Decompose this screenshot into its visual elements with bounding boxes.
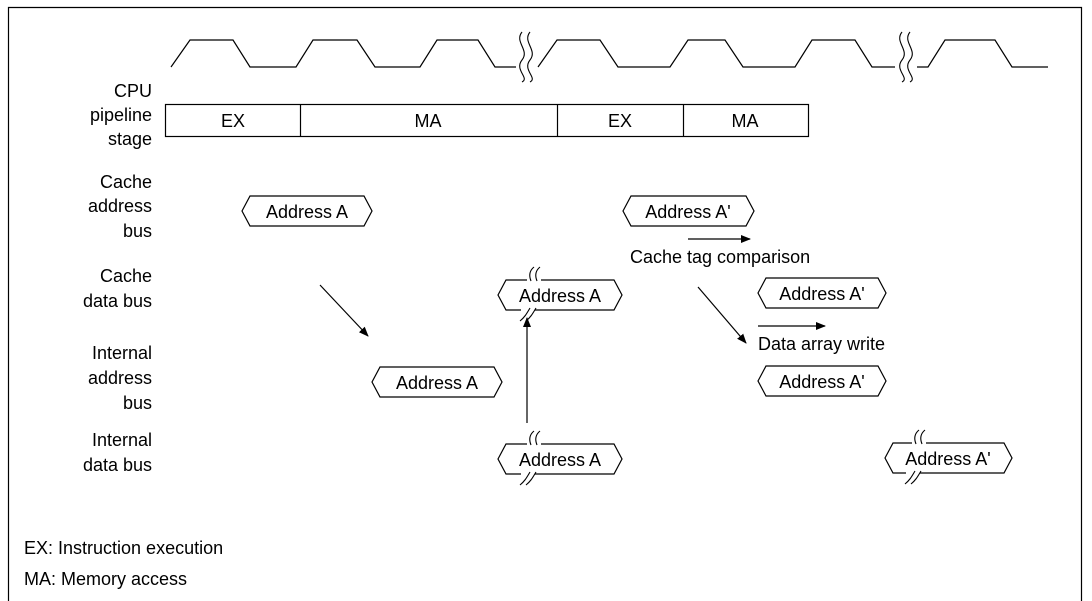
internal-data-bus-value-a-prime: Address A' bbox=[884, 429, 1013, 485]
row-label-line: address bbox=[88, 368, 152, 388]
bus-value-label: Address A' bbox=[905, 449, 990, 469]
pipeline-stage-ma: MA bbox=[732, 111, 759, 131]
clock-waveform bbox=[170, 31, 1048, 83]
row-label-line: Cache bbox=[100, 266, 152, 286]
cache-address-bus-value-a: Address A bbox=[241, 195, 373, 227]
row-label-internal-address-bus: Internal address bus bbox=[88, 343, 152, 413]
break-mark bbox=[519, 430, 541, 486]
internal-data-bus-value-a: Address A bbox=[497, 430, 623, 486]
row-label-cache-data-bus: Cache data bus bbox=[83, 266, 152, 311]
row-label-internal-data-bus: Internal data bus bbox=[83, 430, 152, 475]
row-label-line: data bus bbox=[83, 455, 152, 475]
figure-frame bbox=[7, 6, 1083, 601]
bus-value-label: Address A bbox=[396, 373, 478, 393]
row-label-cache-address-bus: Cache address bus bbox=[88, 172, 152, 241]
cache-data-bus-value-a-prime: Address A' bbox=[757, 277, 887, 309]
pipeline-stage-bar: EX MA EX MA bbox=[164, 103, 810, 138]
internal-address-bus-value-a-prime: Address A' bbox=[757, 365, 887, 397]
row-label-line: Internal bbox=[92, 430, 152, 450]
row-label-line: data bus bbox=[83, 291, 152, 311]
bus-value-label: Address A bbox=[266, 202, 348, 222]
row-label-line: bus bbox=[123, 393, 152, 413]
data-array-write-label: Data array write bbox=[758, 334, 885, 354]
row-label-line: Cache bbox=[100, 172, 152, 192]
cache-tag-comparison-label: Cache tag comparison bbox=[630, 247, 810, 267]
row-label-line: stage bbox=[108, 129, 152, 149]
legend-ma: MA: Memory access bbox=[24, 569, 187, 589]
break-mark bbox=[904, 429, 926, 485]
transfer-arrow bbox=[319, 284, 369, 337]
cache-address-bus-value-a-prime: Address A' bbox=[622, 195, 755, 227]
pipeline-stage-ex: EX bbox=[221, 111, 245, 131]
pipeline-stage-ex: EX bbox=[608, 111, 632, 131]
row-label-line: CPU bbox=[114, 81, 152, 101]
row-label-line: Internal bbox=[92, 343, 152, 363]
legend-ex: EX: Instruction execution bbox=[24, 538, 223, 558]
bus-value-label: Address A' bbox=[779, 372, 864, 392]
row-label-line: address bbox=[88, 196, 152, 216]
row-label-line: pipeline bbox=[90, 105, 152, 125]
row-label-cpu-pipeline-stage: CPU pipeline stage bbox=[90, 81, 152, 149]
internal-address-bus-value-a: Address A bbox=[371, 366, 503, 398]
clock-break-mark bbox=[519, 31, 533, 83]
bus-value-label: Address A' bbox=[645, 202, 730, 222]
bus-value-label: Address A bbox=[519, 450, 601, 470]
cache-data-bus-value-a: Address A bbox=[497, 266, 623, 322]
bus-value-label: Address A bbox=[519, 286, 601, 306]
row-label-line: bus bbox=[123, 221, 152, 241]
pipeline-stage-ma: MA bbox=[415, 111, 442, 131]
transfer-arrow bbox=[697, 286, 747, 344]
clock-break-mark bbox=[899, 31, 913, 83]
bus-value-label: Address A' bbox=[779, 284, 864, 304]
